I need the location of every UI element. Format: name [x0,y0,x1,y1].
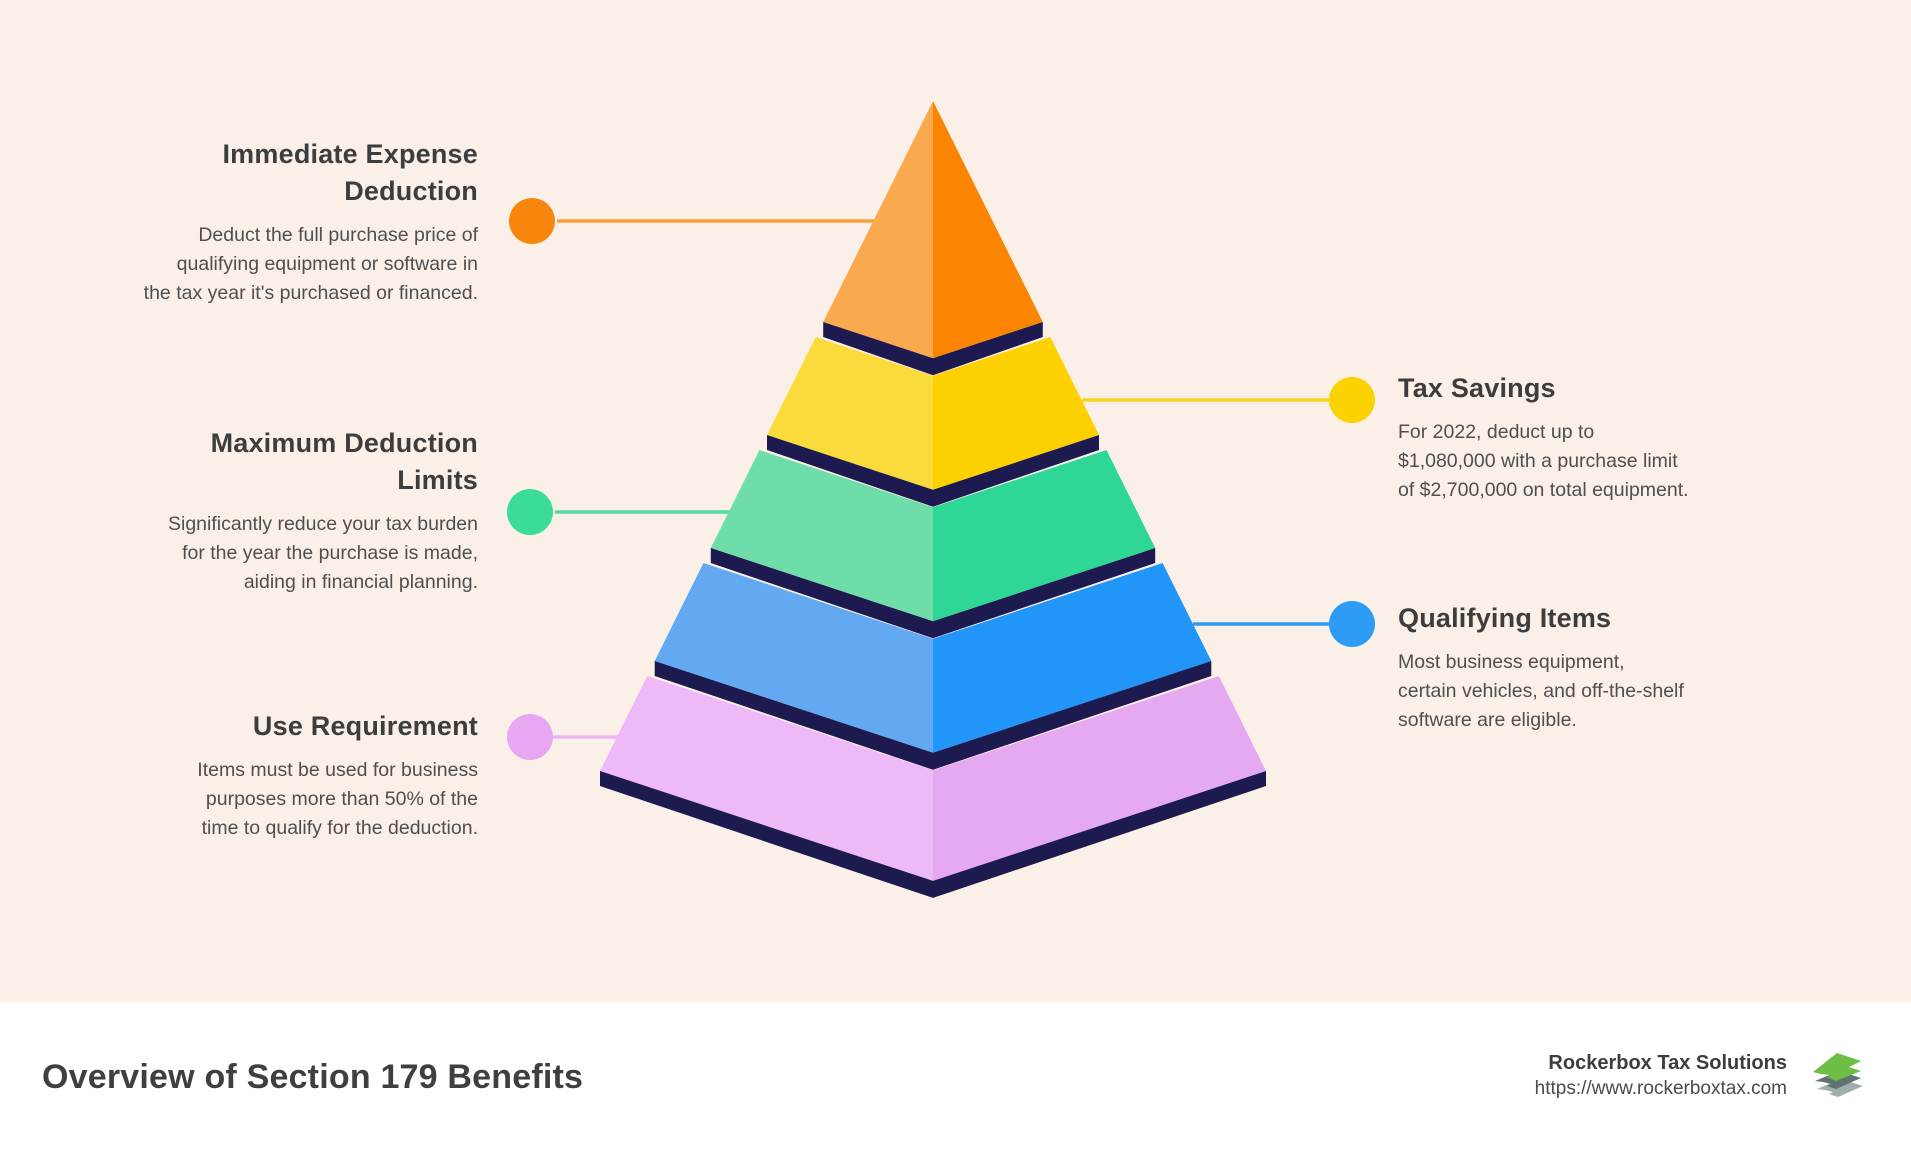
callout-use-requirement: Use Requirement Items must be used for b… [106,708,478,843]
callout-dot-immediate-expense [509,198,555,244]
callout-dot-use-requirement [507,714,553,760]
pyramid-layer3-right-face [933,450,1156,622]
callout-dot-maximum-deduction [507,489,553,535]
callout-title: Qualifying Items [1398,603,1612,633]
pyramid-divider-2 [767,435,1099,507]
pyramid-layer4-right-face [933,563,1212,753]
callout-qualifying-items: Qualifying Items Most business equipment… [1398,600,1828,735]
callout-title: Immediate Expense Deduction [222,139,478,206]
callout-body: Significantly reduce your tax burden for… [167,513,478,593]
pyramid-layer1-right-face [933,101,1043,359]
callout-body: Most business equipment, certain vehicle… [1398,651,1684,731]
callout-body: Items must be used for business purposes… [197,759,478,839]
callout-title: Maximum Deduction Limits [210,428,478,495]
callout-title: Use Requirement [252,711,478,741]
pyramid [507,101,1375,898]
callout-maximum-deduction-limits: Maximum Deduction Limits Significantly r… [106,425,478,597]
callout-immediate-expense-deduction: Immediate Expense Deduction Deduct the f… [106,136,478,308]
callout-tax-savings: Tax Savings For 2022, deduct up to $1,08… [1398,370,1828,505]
callout-body: For 2022, deduct up to $1,080,000 with a… [1398,421,1689,501]
footer [0,1002,1911,1160]
callout-dot-tax-savings [1329,377,1375,423]
callout-body: Deduct the full purchase price of qualif… [143,224,478,304]
brand-name: Rockerbox Tax Solutions [1548,1052,1787,1074]
pyramid-layer4-left-face [654,563,933,753]
pyramid-layer3-left-face [710,450,933,622]
pyramid-layer5-left-face [600,676,933,881]
brand-block: Rockerbox Tax Solutions https://www.rock… [1535,1050,1787,1102]
page-title: Overview of Section 179 Benefits [42,1058,584,1096]
pyramid-divider-1 [823,322,1043,376]
diagram-stage: Immediate Expense Deduction Deduct the f… [106,101,1828,898]
pyramid-layer5-right-face [933,676,1266,881]
logo-layer-bottom [1817,1079,1863,1097]
pyramid-layer2-right-face [933,337,1099,490]
pyramid-layer1-left-face [823,101,933,359]
brand-logo-icon [1813,1053,1863,1097]
pyramid-layer2-left-face [767,337,933,490]
callout-title: Tax Savings [1398,373,1556,403]
logo-layer-top [1813,1053,1861,1081]
callout-dot-qualifying-items [1329,601,1375,647]
brand-url: https://www.rockerboxtax.com [1534,1078,1787,1099]
